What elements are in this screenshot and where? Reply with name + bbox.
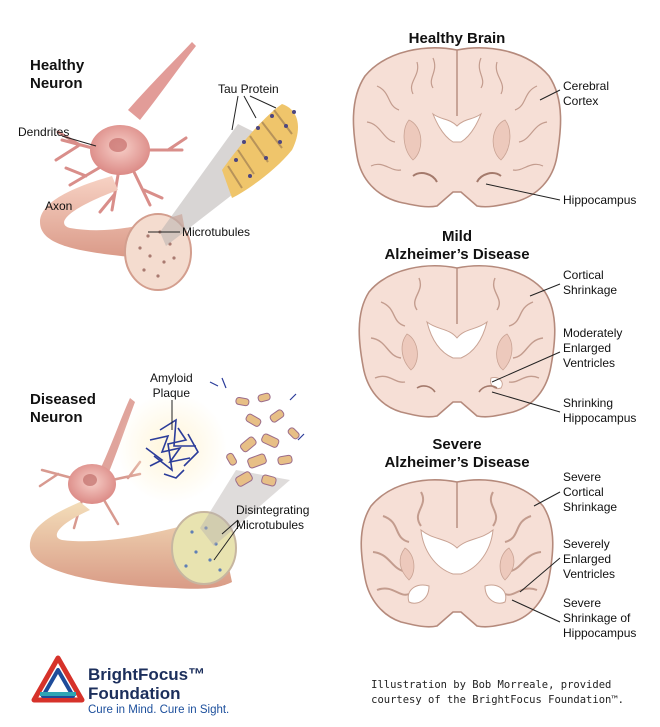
moderately-enlarged-ventricles-label: Moderately Enlarged Ventricles — [563, 326, 622, 371]
mild-cortical-line2: Shrinkage — [563, 283, 617, 298]
severe-cortical-shrinkage-label: Severe Cortical Shrinkage — [563, 470, 617, 515]
mild-ventricles-line2: Enlarged — [563, 341, 622, 356]
mild-brain-slice — [359, 266, 555, 417]
hippocampus-label: Hippocampus — [563, 193, 636, 208]
severely-enlarged-ventricles-label: Severely Enlarged Ventricles — [563, 537, 615, 582]
cortex-label-line1: Cerebral — [563, 79, 609, 94]
severe-ventricles-line2: Enlarged — [563, 552, 615, 567]
tau-protein-label: Tau Protein — [218, 82, 279, 97]
severe-hippo-line2: Shrinkage of — [563, 611, 636, 626]
diseased-neuron-title-line2: Neuron — [30, 409, 96, 427]
disintegrating-microtubules-label: Disintegrating Microtubules — [236, 503, 309, 533]
mild-cortical-line1: Cortical — [563, 268, 617, 283]
microtubules-label: Microtubules — [182, 225, 250, 240]
credit-line1: Illustration by Bob Morreale, provided — [371, 678, 624, 693]
shrinking-hippocampus-label: Shrinking Hippocampus — [563, 396, 636, 426]
healthy-neuron-title-line2: Neuron — [30, 75, 84, 93]
mild-title-line1: Mild — [372, 228, 542, 246]
cortex-label-line2: Cortex — [563, 94, 609, 109]
illustration-credit: Illustration by Bob Morreale, provided c… — [371, 678, 624, 708]
dendrites-label: Dendrites — [18, 125, 69, 140]
brightfocus-logo-name: BrightFocus™ Foundation — [88, 665, 205, 703]
brightfocus-logo-icon — [34, 658, 82, 700]
disintegrating-label-line2: Microtubules — [236, 518, 309, 533]
severe-ventricles-line3: Ventricles — [563, 567, 615, 582]
severe-brain-slice — [361, 480, 553, 627]
diseased-neuron-title: Diseased Neuron — [30, 391, 96, 427]
healthy-brain-slice — [353, 48, 560, 207]
severe-title-line1: Severe — [372, 436, 542, 454]
brightfocus-tagline: Cure in Mind. Cure in Sight. — [88, 704, 229, 716]
mild-ventricles-line1: Moderately — [563, 326, 622, 341]
severe-hippo-line3: Hippocampus — [563, 626, 636, 641]
severe-ventricles-line1: Severely — [563, 537, 615, 552]
mild-title-line2: Alzheimer’s Disease — [372, 246, 542, 264]
mild-ventricles-line3: Ventricles — [563, 356, 622, 371]
mild-hippo-line2: Hippocampus — [563, 411, 636, 426]
severe-hippocampus-shrinkage-label: Severe Shrinkage of Hippocampus — [563, 596, 636, 641]
cerebral-cortex-label: Cerebral Cortex — [563, 79, 609, 109]
cortical-shrinkage-label: Cortical Shrinkage — [563, 268, 617, 298]
axon-label: Axon — [45, 199, 72, 214]
disintegrating-label-line1: Disintegrating — [236, 503, 309, 518]
severe-cortical-line2: Cortical — [563, 485, 617, 500]
logo-name-line2: Foundation — [88, 684, 205, 703]
healthy-neuron-title: Healthy Neuron — [30, 57, 84, 93]
severe-cortical-line3: Shrinkage — [563, 500, 617, 515]
amyloid-plaque-label: Amyloid Plaque — [150, 371, 193, 401]
mild-alzheimers-title: Mild Alzheimer’s Disease — [372, 228, 542, 264]
severe-title-line2: Alzheimer’s Disease — [372, 454, 542, 472]
healthy-neuron-title-line1: Healthy — [30, 57, 84, 75]
severe-hippo-line1: Severe — [563, 596, 636, 611]
logo-name-line1: BrightFocus™ — [88, 665, 205, 684]
mild-hippo-line1: Shrinking — [563, 396, 636, 411]
severe-cortical-line1: Severe — [563, 470, 617, 485]
amyloid-plaque-label-line2: Plaque — [150, 386, 193, 401]
severe-alzheimers-title: Severe Alzheimer’s Disease — [372, 436, 542, 472]
healthy-brain-title: Healthy Brain — [382, 30, 532, 48]
credit-line2: courtesy of the BrightFocus Foundation™. — [371, 693, 624, 708]
amyloid-plaque-label-line1: Amyloid — [150, 371, 193, 386]
diseased-neuron-title-line1: Diseased — [30, 391, 96, 409]
